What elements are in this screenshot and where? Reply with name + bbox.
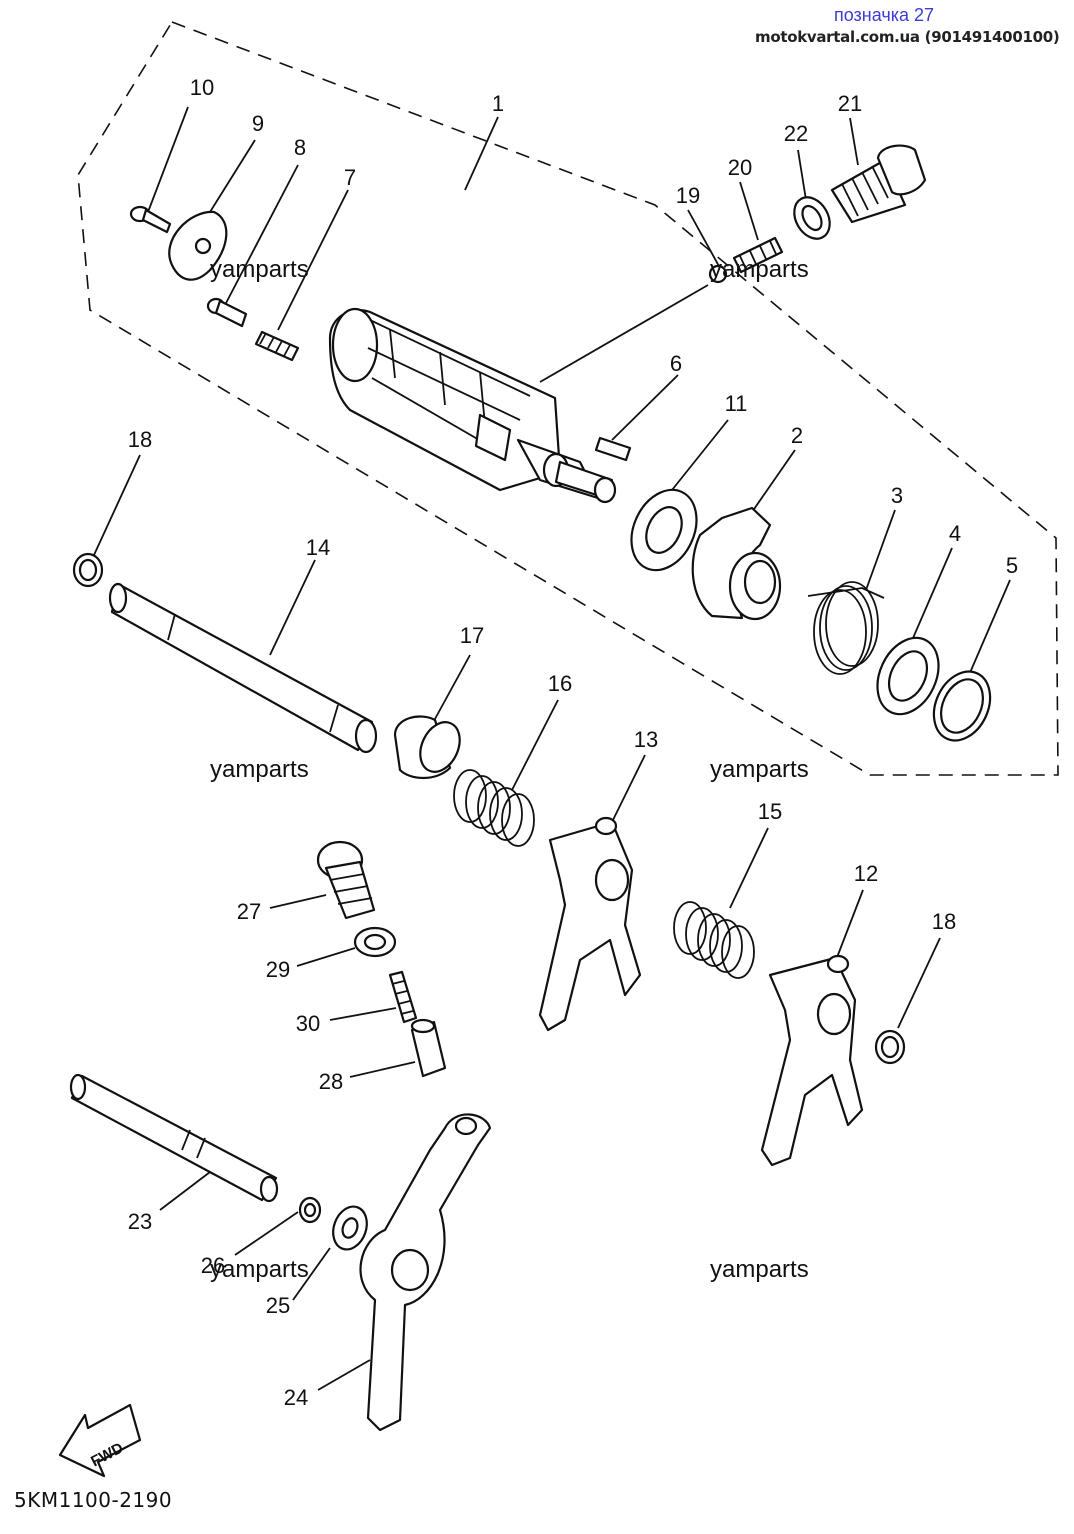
callout-number: 22: [783, 121, 809, 146]
callout-number: 30: [295, 1011, 321, 1036]
callout-number: 3: [890, 483, 904, 508]
callout-number: 14: [305, 535, 331, 560]
callout-number: 13: [633, 727, 659, 752]
part-19-ball: [708, 264, 728, 284]
part-16-spring: [453, 769, 535, 847]
part-22-washer: [793, 196, 831, 240]
page-title: позначка 27: [834, 5, 935, 25]
callout-number: 12: [853, 861, 879, 886]
part-11-washer: [630, 488, 698, 572]
diagram-code: 5KM1100-2190: [14, 1488, 173, 1512]
callout-number: 19: [675, 183, 701, 208]
part-26-circlip: [298, 1196, 322, 1224]
callout-number: 2: [790, 423, 804, 448]
part-8-pin: [206, 297, 248, 328]
callout-number: 25: [265, 1293, 291, 1318]
part-10-screw: [129, 205, 172, 234]
part-21-plug-bolt: [830, 144, 927, 224]
callout-number: 8: [293, 135, 307, 160]
callout-number: 23: [127, 1209, 153, 1234]
callout-number: 26: [200, 1253, 226, 1278]
callout-number: 27: [236, 899, 262, 924]
source-caption: motokvartal.com.ua (901491400100): [755, 28, 1060, 46]
callout-number: 20: [727, 155, 753, 180]
part-20-spring: [732, 236, 784, 274]
callout-number: 10: [189, 75, 215, 100]
callout-number: 18: [931, 909, 957, 934]
part-9-washer: [168, 210, 228, 281]
callout-number: 24: [283, 1385, 309, 1410]
part-7-spring: [254, 330, 300, 362]
part-12-shift-fork: [760, 954, 864, 1167]
part-28-pin: [410, 1018, 447, 1078]
part-30-spring: [388, 970, 418, 1024]
part-24-shift-lever: [359, 1113, 492, 1432]
fwd-arrow-icon: FWD: [58, 1403, 142, 1478]
part-5-circlip: [932, 670, 992, 742]
part-25-washer: [332, 1205, 368, 1251]
watermark-text: yamparts: [710, 1256, 809, 1283]
callout-number: 15: [757, 799, 783, 824]
callout-number: 29: [265, 957, 291, 982]
callout-number: 1: [491, 91, 505, 116]
part-2-cam: [691, 506, 782, 621]
callout-number: 9: [251, 111, 265, 136]
part-3-torsion-spring: [807, 581, 885, 675]
part-27-bolt: [316, 840, 376, 920]
watermark-text: yamparts: [210, 256, 309, 283]
callout-number: 17: [459, 623, 485, 648]
part-29-washer: [353, 926, 397, 958]
part-14-fork-shaft: [108, 582, 378, 754]
callout-number: 18: [127, 427, 153, 452]
watermark-text: yamparts: [210, 756, 309, 783]
part-23-guide-shaft: [69, 1073, 279, 1203]
part-4-washer: [876, 636, 940, 716]
part-1-shift-drum: [328, 307, 617, 504]
part-6-pin: [594, 436, 632, 462]
callout-number: 28: [318, 1069, 344, 1094]
callout-number: 16: [547, 671, 573, 696]
callout-number: 6: [669, 351, 683, 376]
part-18-circlip-upper: [72, 552, 104, 588]
assembly-boundary: [77, 21, 1059, 776]
watermark-text: yamparts: [710, 256, 809, 283]
callout-number: 11: [724, 391, 748, 416]
part-13-shift-fork: [538, 816, 642, 1032]
callout-number: 7: [343, 165, 357, 190]
leader-lines: [93, 106, 1011, 1391]
part-15-spring: [673, 901, 755, 979]
watermark-text: yamparts: [710, 756, 809, 783]
callout-number: 4: [948, 521, 962, 546]
watermark-text: yamparts: [210, 1256, 309, 1283]
part-17-collar: [393, 715, 461, 780]
part-18-circlip-lower: [874, 1029, 906, 1065]
callout-number: 5: [1005, 553, 1019, 578]
callout-number: 21: [837, 91, 863, 116]
